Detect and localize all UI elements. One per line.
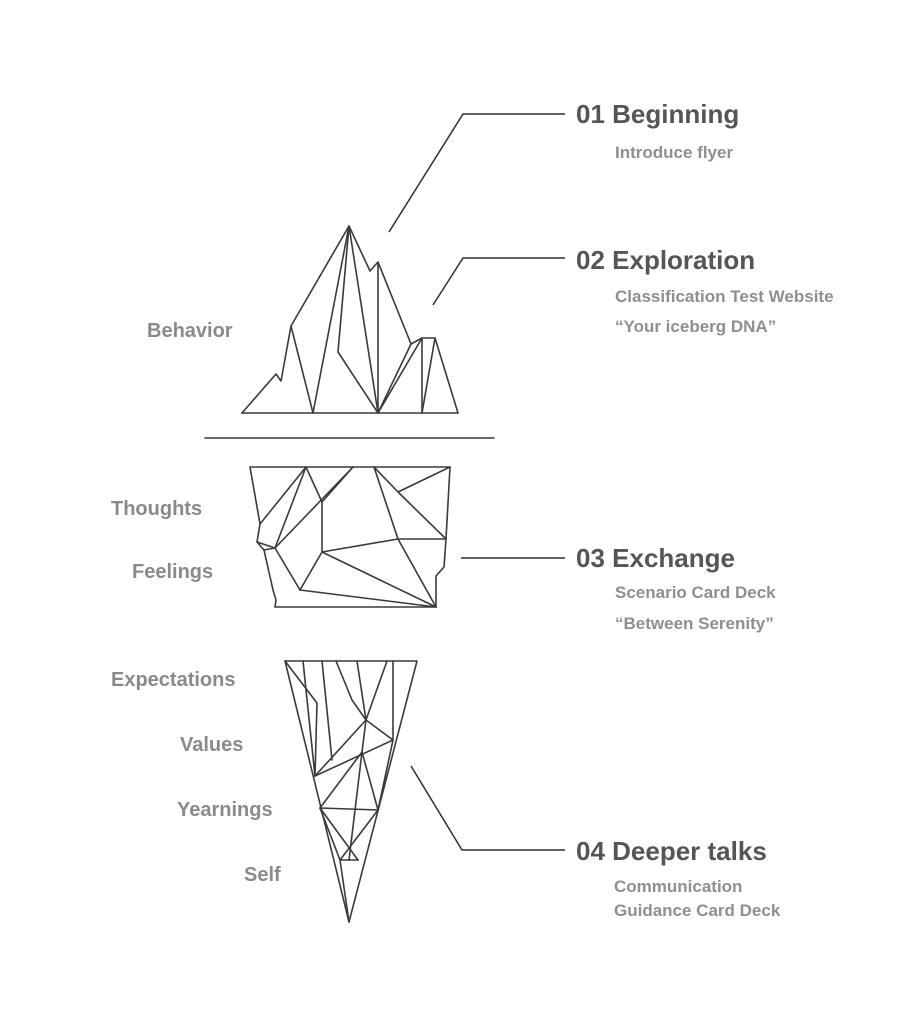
- leader-line-beginning: [389, 114, 565, 232]
- iceberg-bottom: [285, 661, 417, 922]
- iceberg-middle: [250, 467, 450, 607]
- stage-description: Classification Test Website: [615, 287, 834, 306]
- stage-exchange: 03 Exchange Scenario Card Deck “Between …: [576, 543, 776, 633]
- stage-title: 01 Beginning: [576, 99, 739, 129]
- stage-description: Communication: [614, 877, 742, 896]
- stage-title: 03 Exchange: [576, 543, 735, 573]
- stage-exploration: 02 Exploration Classification Test Websi…: [576, 245, 834, 336]
- layer-label-thoughts: Thoughts: [111, 498, 202, 520]
- leader-lines: [389, 114, 565, 850]
- stage-description: “Your iceberg DNA”: [615, 317, 776, 336]
- stage-title: 04 Deeper talks: [576, 836, 767, 866]
- stage-title: 02 Exploration: [576, 245, 755, 275]
- stage-deeper-talks: 04 Deeper talks Communication Guidance C…: [576, 836, 781, 920]
- leader-line-deeper-talks: [411, 766, 565, 850]
- layer-labels: Behavior Thoughts Feelings Expectations …: [111, 320, 281, 886]
- layer-label-behavior: Behavior: [147, 320, 233, 342]
- stage-description: Introduce flyer: [615, 143, 733, 162]
- layer-label-self: Self: [244, 864, 281, 886]
- layer-label-yearnings: Yearnings: [177, 799, 273, 821]
- leader-line-exploration: [433, 258, 565, 305]
- layer-label-expectations: Expectations: [111, 669, 235, 691]
- layer-label-values: Values: [180, 734, 243, 756]
- layer-label-feelings: Feelings: [132, 561, 213, 583]
- stage-beginning: 01 Beginning Introduce flyer: [576, 99, 739, 162]
- stage-description: Guidance Card Deck: [614, 901, 781, 920]
- stage-description: Scenario Card Deck: [615, 583, 776, 602]
- stage-description: “Between Serenity”: [615, 614, 774, 633]
- iceberg-tip: [242, 226, 458, 413]
